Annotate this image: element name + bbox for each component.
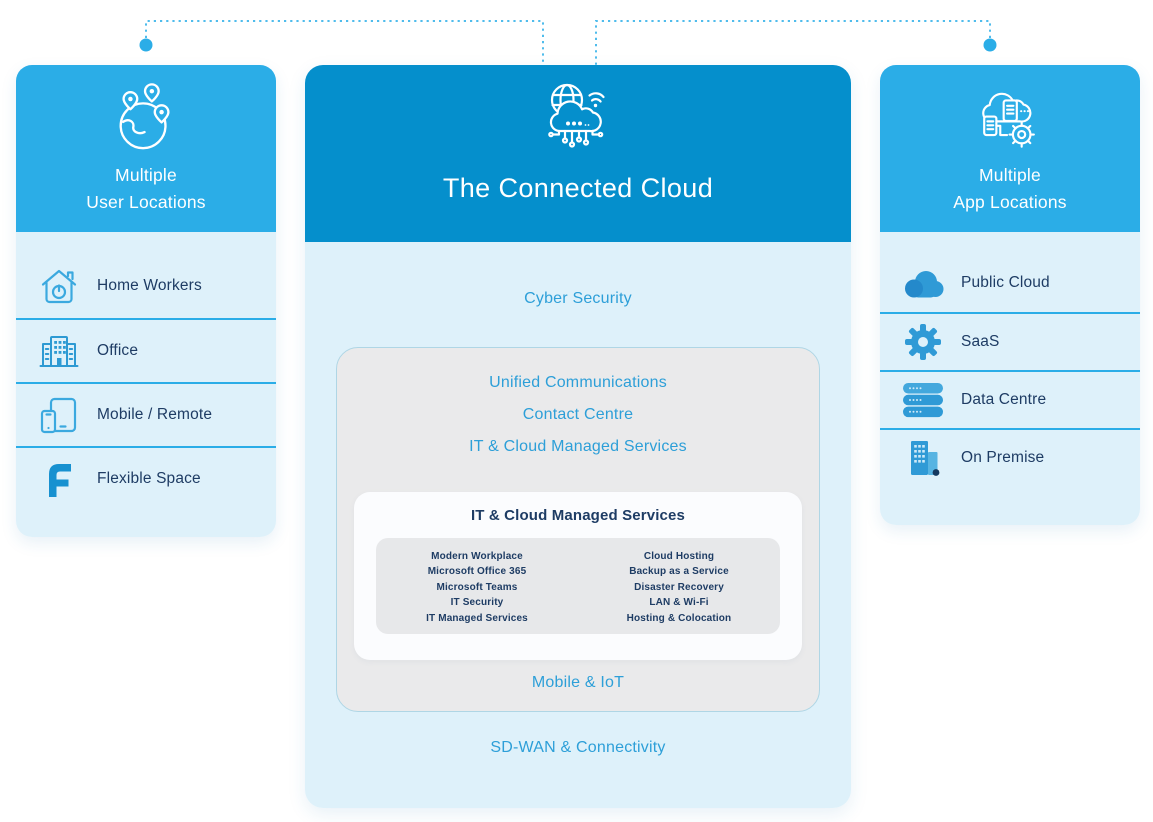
app-locations-header: Multiple App Locations	[880, 65, 1140, 232]
list-item-home-workers: Home Workers	[16, 254, 276, 318]
card-title-line1: Multiple	[115, 165, 177, 185]
left-connector-dot	[139, 38, 153, 52]
contact-centre-label: Contact Centre	[522, 406, 634, 423]
connected-cloud-icon	[536, 81, 620, 148]
service-item: IT Security	[450, 597, 504, 609]
mobile-iot-label: Mobile & IoT	[531, 674, 625, 691]
service-item: Disaster Recovery	[634, 581, 724, 593]
list-item-flexible-space: Flexible Space	[16, 446, 276, 510]
cyber-security-label: Cyber Security	[524, 290, 632, 307]
list-item-mobile-remote: Mobile / Remote	[16, 382, 276, 446]
card-title: Multiple App Locations	[953, 162, 1067, 216]
list-item-label: Flexible Space	[97, 470, 201, 487]
connector-lines	[139, 20, 997, 65]
app-locations-card: Multiple App Locations Public Cloud	[880, 65, 1140, 525]
managed-services-group: Unified Communications Contact Centre IT…	[336, 347, 820, 712]
sd-wan-connectivity-label: SD-WAN & Connectivity	[490, 739, 666, 756]
card-title-line2: App Locations	[953, 192, 1067, 212]
list-item-label: SaaS	[961, 333, 1000, 350]
phone-tablet-icon	[34, 394, 84, 436]
service-item: Hosting & Colocation	[626, 612, 732, 624]
service-item: IT Managed Services	[426, 612, 528, 624]
globe-pins-icon	[106, 80, 186, 154]
building-icon	[898, 438, 948, 478]
list-item-label: Home Workers	[97, 277, 202, 294]
home-power-icon	[34, 265, 84, 307]
cloud-icon	[898, 267, 948, 299]
connected-cloud-card: The Connected Cloud Cyber Security Unifi…	[305, 65, 851, 808]
list-item-label: Office	[97, 342, 139, 359]
service-item: Cloud Hosting	[643, 551, 715, 562]
server-stack-icon	[898, 381, 948, 419]
service-item: Backup as a Service	[629, 566, 729, 578]
user-locations-list: Home Workers Office	[16, 232, 276, 537]
card-title-line2: User Locations	[86, 192, 206, 212]
service-item: Microsoft Office 365	[427, 566, 527, 578]
service-item: Modern Workplace	[431, 551, 523, 562]
services-right-column: Cloud Hosting Backup as a Service Disast…	[578, 549, 780, 634]
services-box-title: IT & Cloud Managed Services	[470, 507, 686, 524]
list-item-office: Office	[16, 318, 276, 382]
list-item-saas: SaaS	[880, 312, 1140, 370]
service-item: LAN & Wi-Fi	[649, 597, 709, 609]
service-item: Microsoft Teams	[436, 581, 518, 593]
list-item-on-premise: On Premise	[880, 428, 1140, 486]
cloud-apps-gear-icon	[970, 80, 1050, 154]
flexible-space-f-icon	[34, 456, 84, 502]
card-title-line1: Multiple	[979, 165, 1041, 185]
left-connector-line	[145, 20, 544, 65]
card-title: Multiple User Locations	[86, 162, 206, 216]
page-title: The Connected Cloud	[442, 173, 714, 203]
list-item-data-centre: Data Centre	[880, 370, 1140, 428]
connected-cloud-body: Cyber Security Unified Communications Co…	[305, 242, 851, 808]
list-item-label: On Premise	[961, 449, 1045, 466]
user-locations-card: Multiple User Locations Home Workers	[16, 65, 276, 537]
right-connector-line	[595, 20, 991, 65]
right-connector-dot	[983, 38, 997, 52]
app-locations-list: Public Cloud	[880, 232, 1140, 525]
unified-communications-label: Unified Communications	[489, 374, 667, 391]
list-item-label: Data Centre	[961, 391, 1047, 408]
list-item-public-cloud: Public Cloud	[880, 254, 1140, 312]
gear-icon	[898, 322, 948, 362]
list-item-label: Public Cloud	[961, 274, 1050, 291]
services-list: Modern Workplace Microsoft Office 365 Mi…	[376, 538, 780, 634]
list-item-label: Mobile / Remote	[97, 406, 213, 423]
user-locations-header: Multiple User Locations	[16, 65, 276, 232]
services-detail-box: IT & Cloud Managed Services Modern Workp…	[354, 492, 802, 660]
connected-cloud-header: The Connected Cloud	[305, 65, 851, 242]
it-cloud-managed-services-label: IT & Cloud Managed Services	[469, 438, 687, 455]
services-left-column: Modern Workplace Microsoft Office 365 Mi…	[376, 549, 578, 634]
office-building-icon	[34, 331, 84, 371]
